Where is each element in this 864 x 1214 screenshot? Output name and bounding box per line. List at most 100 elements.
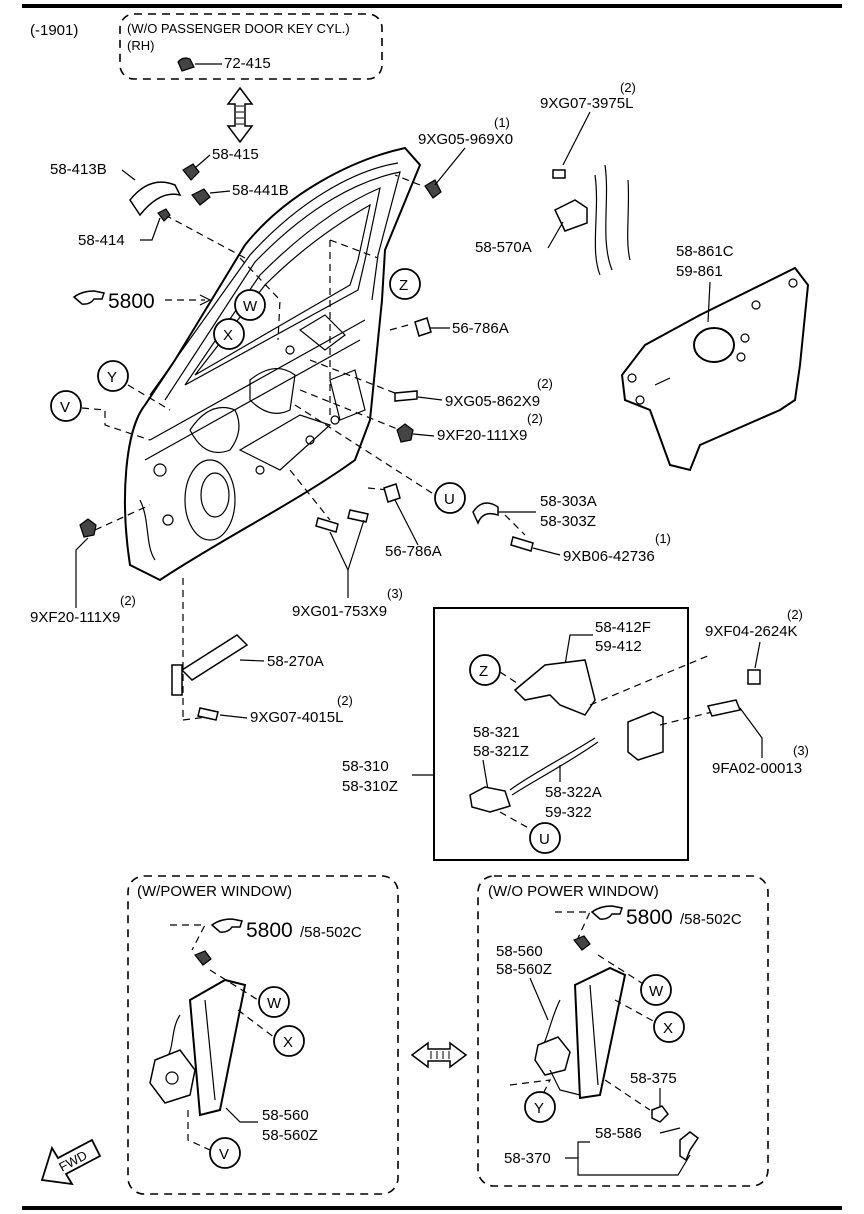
manual-window-ref-big: 5800 (626, 906, 673, 929)
svg-text:(2): (2) (337, 693, 353, 708)
label-58-586: 58-586 (595, 1125, 642, 1142)
label-5800-main: 5800 (108, 290, 155, 313)
lock-bracket-icon (472, 502, 499, 525)
label-58-415: 58-415 (212, 146, 259, 163)
manual-window-box (477, 875, 769, 1187)
callout-w-power (258, 986, 290, 1018)
callout-y-manual (524, 1091, 556, 1123)
label-9xf04-2624k: 9XF04-2624K (705, 623, 798, 640)
label-9xg07-3975l: 9XG07-3975L (540, 95, 633, 112)
callout-x-manual (653, 1011, 685, 1043)
clip-icon-9xg05 (424, 179, 442, 199)
label-9fa02-00013: 9FA02-00013 (712, 760, 802, 777)
label-58-570a: 58-570A (475, 239, 532, 256)
label-59-861: 59-861 (676, 263, 723, 280)
label-58-413b: 58-413B (50, 161, 107, 178)
svg-text:W: W (267, 995, 282, 1012)
svg-text:(1): (1) (494, 115, 510, 130)
clip-icon-58-375 (651, 1105, 669, 1123)
svg-text:(2): (2) (527, 411, 543, 426)
power-window-ref-small: /58-502C (300, 924, 362, 941)
power-window-part-b: 58-560Z (262, 1127, 318, 1144)
callout-u-door (434, 482, 466, 514)
top-note-subtitle: (RH) (127, 38, 154, 53)
manual-regulator-bracket-icon (573, 935, 591, 951)
svg-text:(1): (1) (655, 531, 671, 546)
handle-bezel-icon (191, 188, 211, 206)
label-59-412: 59-412 (595, 638, 642, 655)
nut-icon-right (396, 423, 414, 443)
manual-regulator-icon (534, 966, 627, 1100)
svg-text:W: W (243, 298, 258, 315)
striker-icon (554, 199, 588, 232)
bolt-icon-862x9 (394, 390, 418, 402)
inside-lock-knob-icon (469, 786, 511, 813)
callout-w-door (234, 289, 266, 321)
manual-window-ref-small: /58-502C (680, 911, 742, 928)
power-window-ref-big: 5800 (246, 919, 293, 942)
top-note-box (119, 13, 383, 80)
outer-handle-icon (129, 181, 182, 217)
label-58-441b: 58-441B (232, 182, 289, 199)
label-58-375: 58-375 (630, 1070, 677, 1087)
label-9xg05-969x0: 9XG05-969X0 (418, 131, 513, 148)
svg-text:Z: Z (479, 663, 488, 680)
label-58-303a: 58-303A (540, 493, 597, 510)
watershield-panel (620, 266, 810, 472)
callout-u-lock (529, 822, 561, 854)
stopper-icon-top (414, 317, 432, 337)
svg-text:(2): (2) (537, 376, 553, 391)
power-window-box (127, 875, 399, 1195)
label-59-322: 59-322 (545, 804, 592, 821)
inner-handle-bracket-icon (513, 659, 596, 716)
alternative-arrow-vertical (226, 86, 254, 144)
hand-pointer-icon-main (72, 290, 105, 305)
label-58-861c: 58-861C (676, 243, 734, 260)
lock-assembly-box (433, 607, 689, 861)
label-56-786a-bottom: 56-786A (385, 543, 442, 560)
label-58-310: 58-310 (342, 758, 389, 775)
key-cyl-cap-icon (177, 57, 195, 72)
label-58-414: 58-414 (78, 232, 125, 249)
power-window-part-a: 58-560 (262, 1107, 309, 1124)
handle-icon-58-370 (679, 1131, 700, 1162)
callout-z-door (389, 268, 421, 300)
door-check-icon (171, 634, 249, 696)
callout-y-door (97, 360, 129, 392)
label-58-321z: 58-321Z (473, 743, 529, 760)
bolt-icon-2624k (747, 669, 761, 685)
label-72-415: 72-415 (224, 55, 271, 72)
svg-text:U: U (444, 491, 455, 508)
svg-text:X: X (283, 1034, 293, 1051)
label-9xg05-862x9: 9XG05-862X9 (445, 393, 540, 410)
label-9xg01-753x9: 9XG01-753X9 (292, 603, 387, 620)
label-9xb06-42736: 9XB06-42736 (563, 548, 655, 565)
svg-text:U: U (539, 831, 550, 848)
door-latch-icon (627, 711, 664, 761)
manual-window-part-a: 58-560 (496, 943, 543, 960)
key-cyl-icon (157, 208, 171, 222)
manual-window-part-b: 58-560Z (496, 961, 552, 978)
callout-z-lock (469, 654, 501, 686)
label-9xf20-111x9-left: 9XF20-111X9 (30, 609, 120, 626)
callout-v-power (209, 1137, 241, 1169)
nut-icon-left (79, 518, 97, 538)
callout-v-door (50, 390, 82, 422)
label-56-786a-top: 56-786A (452, 320, 509, 337)
manual-window-title: (W/O POWER WINDOW) (488, 883, 659, 900)
hand-pointer-icon-power (210, 918, 243, 933)
grommet-icon-9fa02 (706, 699, 742, 717)
top-note-title: (W/O PASSENGER DOOR KEY CYL.) (127, 21, 350, 36)
label-58-370: 58-370 (504, 1150, 551, 1167)
label-58-310z: 58-310Z (342, 778, 398, 795)
callout-x-door (213, 318, 245, 350)
header-code: (-1901) (30, 22, 78, 39)
svg-text:Y: Y (534, 1100, 544, 1117)
bolt-icon-9xg07-top (552, 169, 566, 179)
svg-text:(2): (2) (620, 80, 636, 95)
callout-x-power (273, 1025, 305, 1057)
label-58-270a: 58-270A (267, 653, 324, 670)
bolt-icon-753-a (315, 517, 339, 533)
svg-text:X: X (663, 1020, 673, 1037)
power-window-title: (W/POWER WINDOW) (137, 883, 292, 900)
